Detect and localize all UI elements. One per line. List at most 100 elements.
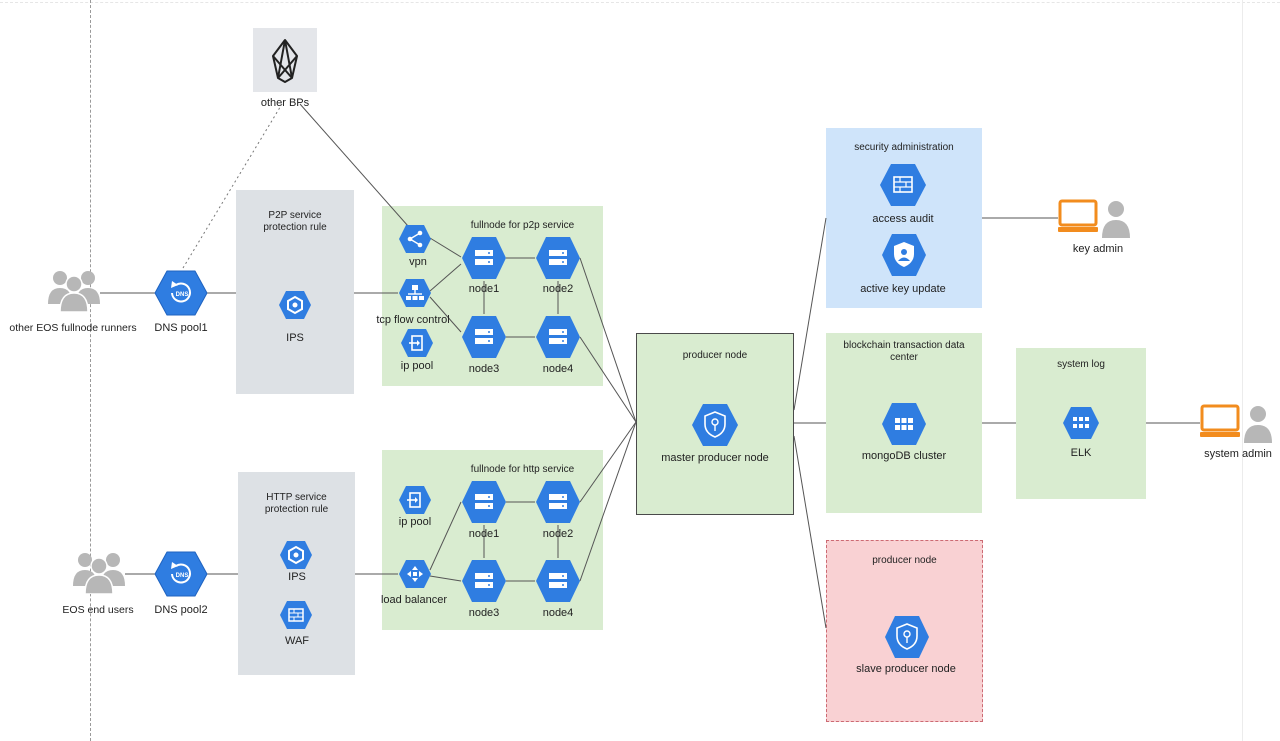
http-ip-pool-node[interactable] xyxy=(398,485,432,515)
load-balancer-label: load balancer xyxy=(380,594,448,606)
http-node3[interactable] xyxy=(461,559,507,603)
http-node1[interactable] xyxy=(461,480,507,524)
fullnode-runners-people-icon xyxy=(46,268,102,317)
other-bps-label: other BPs xyxy=(260,97,310,109)
dns-pool2-label: DNS pool2 xyxy=(154,604,208,616)
tcp-flow-control-label: tcp flow control xyxy=(376,314,450,326)
admin-workstation-icon xyxy=(1058,199,1130,238)
shield-key-icon xyxy=(692,404,738,446)
active-key-update-label: active key update xyxy=(860,283,946,295)
http-node3-label: node3 xyxy=(468,607,500,619)
p2p-ips-label: IPS xyxy=(286,332,304,344)
producer-to-security xyxy=(793,217,827,411)
load-balancer-node[interactable] xyxy=(398,559,432,589)
http-node2-label: node2 xyxy=(542,528,574,540)
left-guide-line xyxy=(90,0,91,741)
server-icon xyxy=(462,481,506,523)
dns-pool1-node[interactable]: DNS xyxy=(154,269,208,317)
p2p-node4[interactable] xyxy=(535,315,581,359)
master-producer-label: master producer node xyxy=(661,452,769,464)
server-icon xyxy=(536,560,580,602)
http-ips-node[interactable] xyxy=(279,540,313,570)
tcp-to-node1 xyxy=(429,263,462,292)
dns-icon: DNS xyxy=(154,270,208,316)
producer-node-title: producer node xyxy=(682,350,748,361)
server-icon xyxy=(536,316,580,358)
dns-pool2-node[interactable]: DNS xyxy=(154,550,208,598)
access-audit-node[interactable] xyxy=(879,163,927,207)
eos-logo-tile[interactable] xyxy=(253,28,317,92)
access-audit-label: access audit xyxy=(872,213,934,225)
waf-label: WAF xyxy=(284,635,310,647)
slave-producer-title: producer node xyxy=(872,555,937,566)
p2p-ip-pool-node[interactable] xyxy=(400,328,434,358)
p2p-node3[interactable] xyxy=(461,315,507,359)
system-log-title: system log xyxy=(1057,359,1105,370)
lb-to-node3 xyxy=(429,575,462,582)
user-shield-icon xyxy=(882,234,926,276)
dns-pool1-label: DNS pool1 xyxy=(154,322,208,334)
shield-key-icon xyxy=(885,616,929,658)
eos-logo-icon xyxy=(272,39,298,83)
ip-pool-icon xyxy=(399,486,431,514)
slave-producer-label: slave producer node xyxy=(856,663,956,675)
dns1-to-bps-dotted xyxy=(182,103,283,269)
firewall-icon xyxy=(880,164,926,206)
http-node4-to-producer xyxy=(579,421,637,582)
top-guide-line xyxy=(0,2,1280,3)
right-guide-line xyxy=(1242,0,1243,741)
elk-node[interactable] xyxy=(1062,406,1100,440)
p2p-fullnode-title: fullnode for p2p service xyxy=(470,220,575,231)
admin-workstation-icon xyxy=(1200,404,1272,443)
tcp-to-node3 xyxy=(429,296,462,333)
system-admin-label: system admin xyxy=(1204,448,1272,460)
fullnode-runners-label: other EOS fullnode runners xyxy=(9,322,137,334)
producer-to-slave xyxy=(793,435,827,629)
slave-producer-node[interactable] xyxy=(884,615,930,659)
p2p-ips-node[interactable] xyxy=(278,290,312,320)
vpn-to-node1 xyxy=(429,237,462,258)
end-users-label: EOS end users xyxy=(62,604,134,616)
bps-to-vpn xyxy=(299,103,409,227)
server-icon xyxy=(536,481,580,523)
p2p-protection-title: P2P service protection rule xyxy=(263,210,327,233)
http-node2[interactable] xyxy=(535,480,581,524)
mongodb-cluster-node[interactable] xyxy=(881,402,927,446)
security-administration-zone[interactable]: security administration xyxy=(826,128,982,308)
data-center-title: blockchain transaction data center xyxy=(843,340,965,363)
ips-icon xyxy=(280,541,312,569)
p2p-node3-label: node3 xyxy=(468,363,500,375)
end-users-people-icon xyxy=(71,550,127,599)
http-ips-label: IPS xyxy=(288,571,306,583)
http-node1-label: node1 xyxy=(468,528,500,540)
system-admin-icon[interactable] xyxy=(1200,403,1276,450)
firewall-icon xyxy=(280,601,312,629)
database-cluster-icon xyxy=(882,403,926,445)
lb-to-node1 xyxy=(429,501,462,571)
vpn-node[interactable] xyxy=(398,224,432,254)
waf-node[interactable] xyxy=(279,600,313,630)
p2p-node1-label: node1 xyxy=(468,283,500,295)
server-icon xyxy=(536,237,580,279)
http-node4-label: node4 xyxy=(542,607,574,619)
http-protection-zone[interactable]: HTTP service protection rule xyxy=(238,472,355,675)
p2p-node2[interactable] xyxy=(535,236,581,280)
tcp-flow-control-node[interactable] xyxy=(398,278,432,308)
security-administration-title: security administration xyxy=(854,142,954,153)
http-fullnode-title: fullnode for http service xyxy=(470,464,575,475)
log-cluster-icon xyxy=(1063,407,1099,439)
active-key-update-node[interactable] xyxy=(881,233,927,277)
p2p-node1[interactable] xyxy=(461,236,507,280)
p2p-ip-pool-label: ip pool xyxy=(400,360,434,372)
http-ip-pool-label: ip pool xyxy=(398,516,432,528)
master-producer-node[interactable] xyxy=(691,403,739,447)
key-admin-icon[interactable] xyxy=(1058,198,1134,245)
server-icon xyxy=(462,237,506,279)
mongodb-cluster-label: mongoDB cluster xyxy=(861,450,947,462)
dns-badge-text: DNS xyxy=(176,292,189,298)
dns-badge-text: DNS xyxy=(176,573,189,579)
server-icon xyxy=(462,316,506,358)
ip-pool-icon xyxy=(401,329,433,357)
http-node4[interactable] xyxy=(535,559,581,603)
